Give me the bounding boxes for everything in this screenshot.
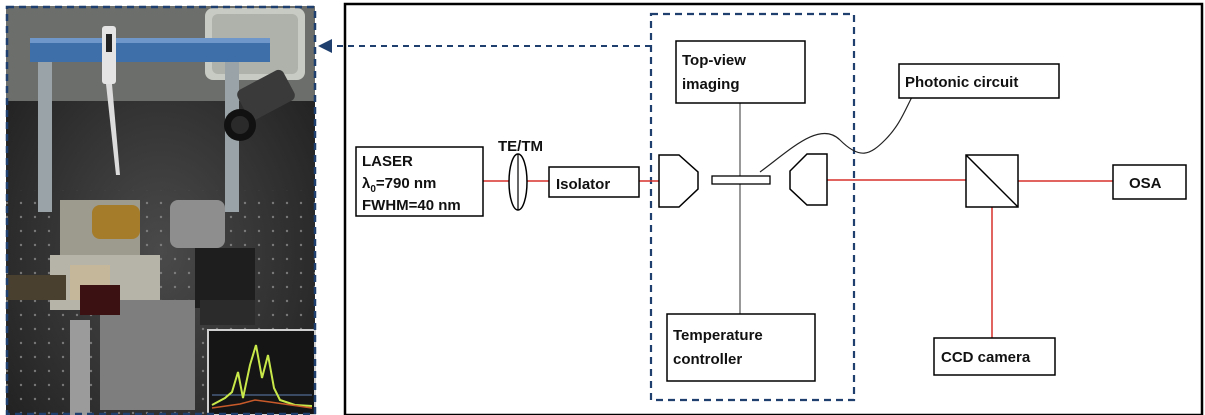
top-view-label-2: imaging: [682, 76, 740, 93]
isolator-label: Isolator: [556, 176, 610, 193]
osa-label: OSA: [1129, 175, 1162, 192]
photonic-circuit-label: Photonic circuit: [905, 74, 1018, 91]
temperature-controller-box: [666, 313, 816, 382]
laser-wavelength: λ0=790 nm: [362, 175, 436, 195]
beam-splitter-diagonal: [965, 154, 1019, 208]
input-objective-icon: [658, 154, 699, 208]
ccd-camera-label: CCD camera: [941, 349, 1031, 366]
chip-dashed-enclosure: [649, 12, 856, 402]
link-arrow-head: [318, 39, 332, 53]
temperature-label-1: Temperature: [673, 327, 763, 344]
isolator-box: [548, 166, 640, 198]
top-view-imaging-box: [675, 40, 806, 104]
osa-box: [1112, 164, 1187, 200]
photonic-circuit-connector: [759, 94, 914, 173]
laser-fwhm: FWHM=40 nm: [362, 197, 461, 214]
spectrum-inset: [207, 329, 316, 415]
output-objective-icon: [789, 153, 828, 206]
photonic-circuit-box: [898, 63, 1060, 99]
photonic-chip: [711, 175, 771, 185]
ccd-camera-box: [933, 337, 1056, 376]
lab-setup-photo: [6, 6, 315, 415]
top-view-label-1: Top-view: [682, 52, 746, 69]
photo-dashed-frame: [5, 5, 317, 415]
polarizer-label: TE/TM: [498, 138, 543, 155]
laser-box: [355, 146, 484, 217]
temperature-label-2: controller: [673, 351, 742, 368]
laser-label: LASER: [362, 153, 413, 170]
